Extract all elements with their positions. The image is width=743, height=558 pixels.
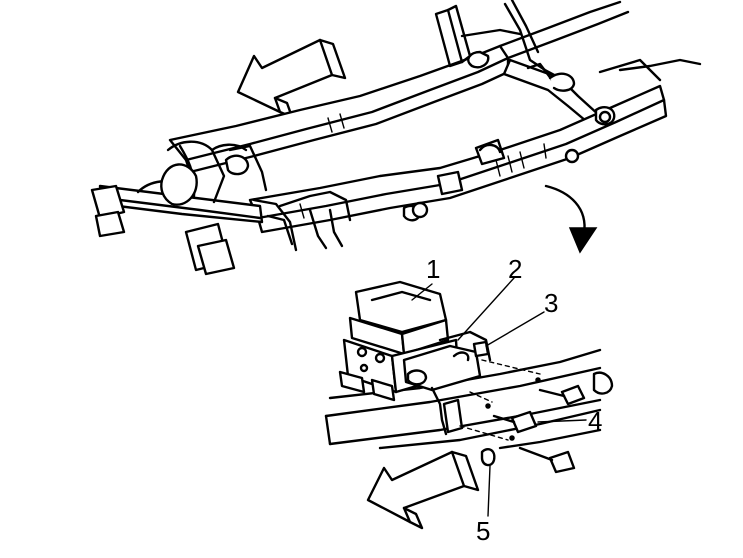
mount-bracket-plate xyxy=(402,330,492,436)
leader-3 xyxy=(485,311,545,347)
callout-1: 1 xyxy=(426,254,441,284)
frame-hole-plug xyxy=(592,371,614,395)
callout-2: 2 xyxy=(508,254,523,284)
leader-1 xyxy=(411,283,433,301)
bolt-lower xyxy=(509,435,576,474)
bolt-upper xyxy=(535,377,586,406)
detail-pointer-arrow xyxy=(544,184,598,254)
frame-rear-rails xyxy=(434,0,630,80)
forward-direction-arrow-top xyxy=(236,38,347,119)
callout-5: 5 xyxy=(476,516,491,546)
leader-2 xyxy=(457,277,515,341)
frame-right-rail xyxy=(248,58,702,234)
frame-cross-member xyxy=(502,58,602,128)
forward-direction-arrow-bottom xyxy=(366,450,480,530)
leader-4 xyxy=(537,419,587,423)
callout-4: 4 xyxy=(588,406,603,436)
callout-3: 3 xyxy=(544,288,559,318)
leader-5 xyxy=(487,465,491,517)
nut xyxy=(480,448,496,467)
assembly-axis-lines xyxy=(459,359,541,441)
front-crossmember xyxy=(90,140,352,276)
frame-left-rail xyxy=(168,44,510,174)
callout-leader-lines xyxy=(411,277,587,517)
bolt-middle xyxy=(485,403,538,434)
